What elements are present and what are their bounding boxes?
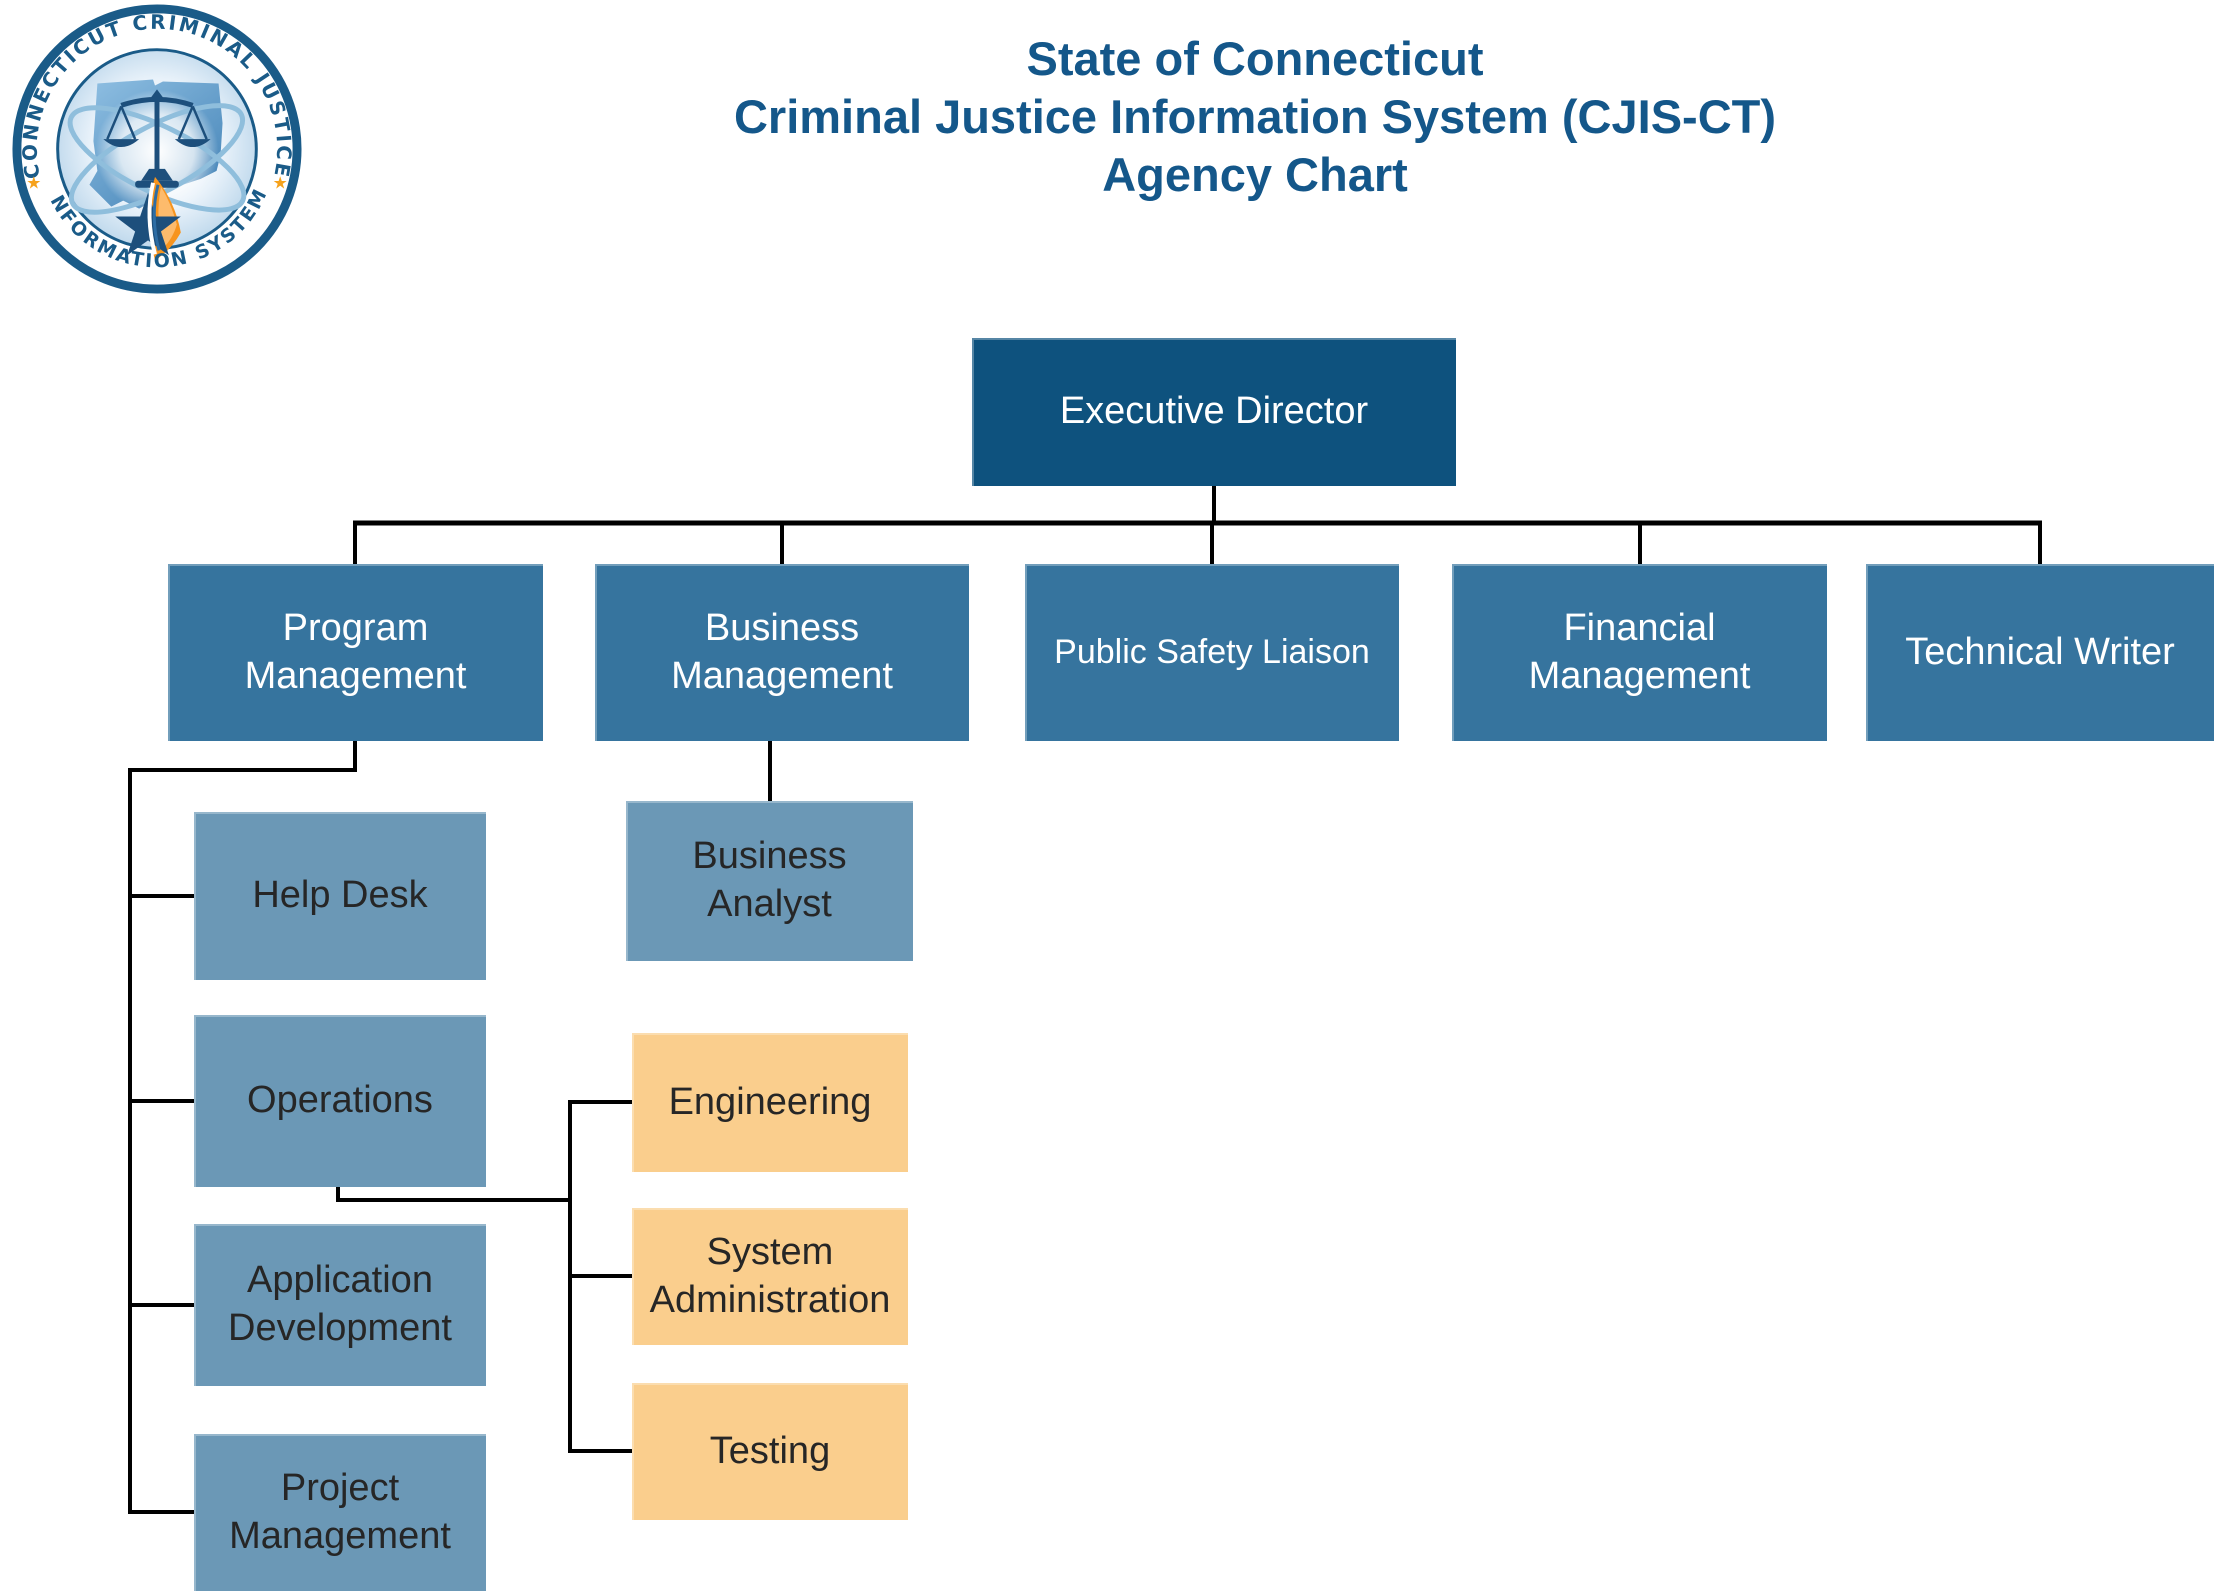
title-line-1: State of Connecticut [1026, 32, 1484, 85]
node-public-safety-liaison: Public Safety Liaison [1025, 564, 1399, 741]
node-application-development: Application Development [194, 1224, 486, 1386]
logo-star-left-icon: ★ [26, 173, 41, 193]
logo-star-right-icon: ★ [273, 173, 288, 193]
node-business-management: Business Management [595, 564, 969, 741]
node-technical-writer: Technical Writer [1866, 564, 2214, 741]
star-swoosh-emblem [115, 176, 181, 261]
node-testing: Testing [632, 1383, 908, 1520]
node-executive-director: Executive Director [972, 338, 1456, 486]
orbit-ellipses [67, 103, 247, 215]
cjis-seal-logo: CONNECTICUT CRIMINAL JUSTICE INFORMATION… [6, 2, 302, 294]
node-project-management: Project Management [194, 1434, 486, 1591]
title-line-2: Criminal Justice Information System (CJI… [733, 90, 1777, 143]
node-program-management: Program Management [168, 564, 543, 741]
node-operations: Operations [194, 1015, 486, 1187]
swoosh-white-line [147, 182, 157, 255]
node-engineering: Engineering [632, 1033, 908, 1172]
node-help-desk: Help Desk [194, 812, 486, 980]
page-title: State of Connecticut Criminal Justice In… [530, 30, 1980, 204]
node-system-administration: System Administration [632, 1208, 908, 1345]
node-business-analyst: Business Analyst [626, 801, 913, 961]
swoosh-blue-line [152, 184, 161, 251]
node-financial-management: Financial Management [1452, 564, 1827, 741]
title-line-3: Agency Chart [1102, 148, 1408, 201]
